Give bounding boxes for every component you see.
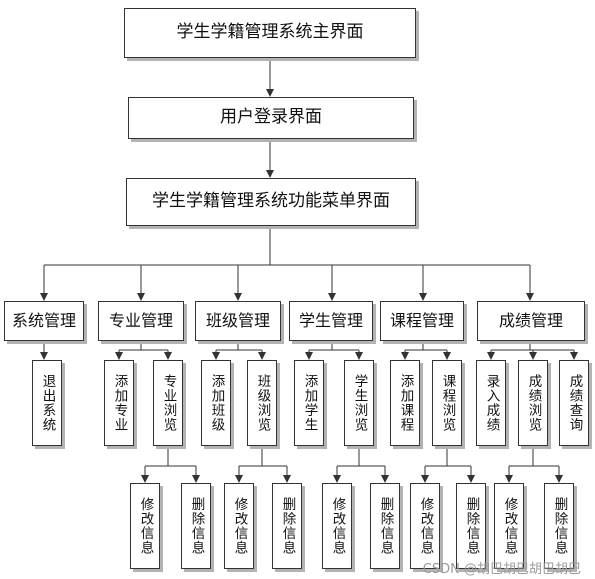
function-label: 课程浏览 bbox=[439, 374, 456, 432]
action-edit-student: 修改信息 bbox=[322, 483, 352, 569]
module-system-management: 系统管理 bbox=[4, 301, 84, 341]
module-label: 专业管理 bbox=[108, 311, 173, 330]
module-student-management: 学生管理 bbox=[289, 301, 373, 341]
function-label: 录入成绩 bbox=[483, 374, 500, 432]
function-browse-course: 课程浏览 bbox=[432, 360, 462, 446]
module-label: 系统管理 bbox=[11, 311, 76, 330]
function-enter-scores: 录入成绩 bbox=[476, 360, 506, 446]
function-label: 学生浏览 bbox=[351, 374, 368, 432]
function-browse-class: 班级浏览 bbox=[247, 360, 277, 446]
module-label: 成绩管理 bbox=[498, 311, 563, 330]
function-add-class: 添加班级 bbox=[201, 360, 231, 446]
action-delete-student: 删除信息 bbox=[370, 483, 400, 569]
function-add-course: 添加课程 bbox=[390, 360, 420, 446]
module-major-management: 专业管理 bbox=[98, 301, 184, 341]
function-label: 成绩浏览 bbox=[525, 374, 542, 432]
action-label: 删除信息 bbox=[377, 497, 394, 555]
action-edit-scores: 修改信息 bbox=[494, 483, 524, 569]
module-label: 课程管理 bbox=[389, 311, 454, 330]
action-label: 删除信息 bbox=[551, 497, 568, 555]
action-label: 删除信息 bbox=[188, 497, 205, 555]
function-label: 班级浏览 bbox=[254, 374, 271, 432]
action-delete-class: 删除信息 bbox=[272, 483, 302, 569]
action-label: 删除信息 bbox=[279, 497, 296, 555]
action-edit-class: 修改信息 bbox=[224, 483, 254, 569]
module-course-management: 课程管理 bbox=[380, 301, 464, 341]
function-query-scores: 成绩查询 bbox=[559, 360, 589, 446]
function-browse-student: 学生浏览 bbox=[344, 360, 374, 446]
action-delete-course: 删除信息 bbox=[456, 483, 486, 569]
module-class-management: 班级管理 bbox=[195, 301, 281, 341]
module-label: 学生管理 bbox=[298, 311, 363, 330]
function-label: 专业浏览 bbox=[160, 374, 177, 432]
action-label: 删除信息 bbox=[463, 497, 480, 555]
function-menu-box: 学生学籍管理系统功能菜单界面 bbox=[126, 178, 416, 226]
function-add-student: 添加学生 bbox=[294, 360, 324, 446]
module-score-management: 成绩管理 bbox=[477, 301, 585, 341]
function-menu-label: 学生学籍管理系统功能菜单界面 bbox=[152, 191, 390, 212]
function-add-major: 添加专业 bbox=[104, 360, 134, 446]
function-label: 添加班级 bbox=[208, 374, 225, 432]
login-interface-label: 用户登录界面 bbox=[220, 107, 322, 128]
function-label: 成绩查询 bbox=[566, 374, 583, 432]
action-delete-major: 删除信息 bbox=[181, 483, 211, 569]
function-browse-major: 专业浏览 bbox=[153, 360, 183, 446]
action-edit-course: 修改信息 bbox=[410, 483, 440, 569]
action-delete-scores: 删除信息 bbox=[544, 483, 574, 569]
main-interface-label: 学生学籍管理系统主界面 bbox=[176, 22, 364, 43]
csdn-watermark: CSDN @胡巴胡巴胡巴胡巴 bbox=[422, 562, 581, 577]
action-label: 修改信息 bbox=[501, 497, 518, 555]
function-label: 退出系统 bbox=[39, 374, 56, 432]
function-label: 添加课程 bbox=[397, 374, 414, 432]
module-label: 班级管理 bbox=[205, 311, 270, 330]
action-label: 修改信息 bbox=[417, 497, 434, 555]
function-exit-system: 退出系统 bbox=[32, 360, 62, 446]
login-interface-box: 用户登录界面 bbox=[128, 97, 414, 139]
action-label: 修改信息 bbox=[231, 497, 248, 555]
main-interface-box: 学生学籍管理系统主界面 bbox=[124, 8, 416, 58]
action-label: 修改信息 bbox=[329, 497, 346, 555]
action-edit-major: 修改信息 bbox=[130, 483, 160, 569]
function-label: 添加专业 bbox=[111, 374, 128, 432]
function-label: 添加学生 bbox=[301, 374, 318, 432]
action-label: 修改信息 bbox=[137, 497, 154, 555]
function-browse-scores: 成绩浏览 bbox=[518, 360, 548, 446]
